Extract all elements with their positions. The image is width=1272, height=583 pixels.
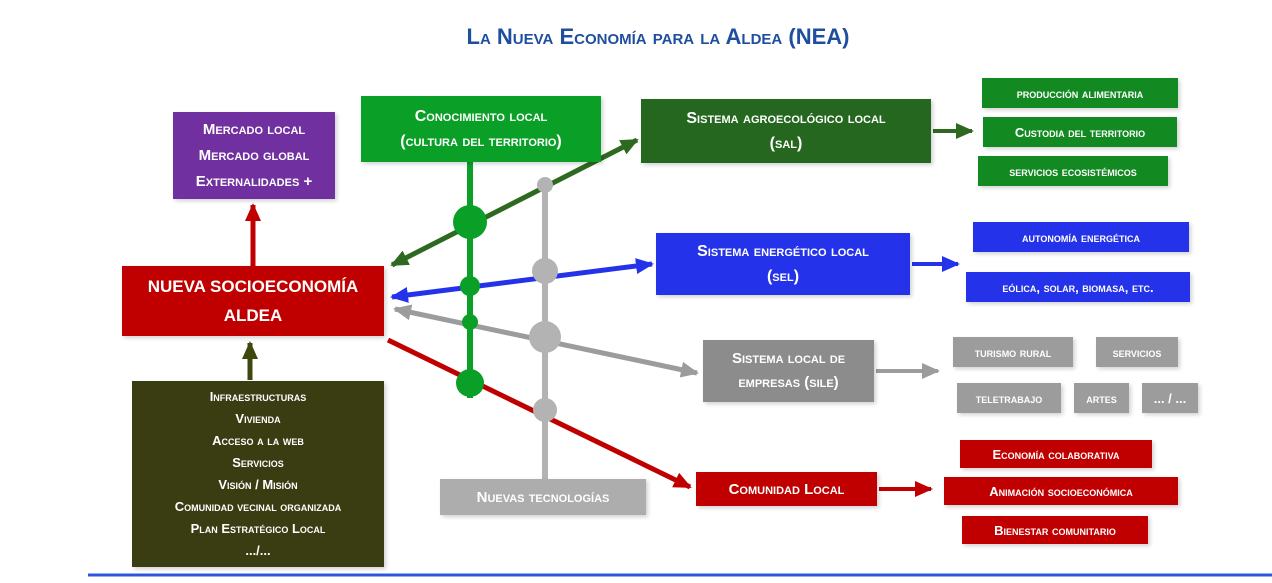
node-economia-colaborativa: Economía colaborativa	[960, 440, 1152, 468]
node-socioeconomia-line2: ALDEA	[223, 306, 283, 325]
node-infra-line4: Servicios	[232, 455, 284, 470]
node-infra-line6: Comunidad vecinal organizada	[174, 499, 342, 514]
arrow-socioeconomia-comunidad	[386, 337, 692, 490]
diagram-title: La Nueva Economía para la Aldea (NEA)	[466, 24, 850, 49]
node-mercado: Mercado local Mercado global Externalida…	[173, 112, 335, 199]
node-mercado-line3: Externalidades +	[195, 172, 313, 190]
node-animacion-socioeconomica: Animación socioeconómica	[944, 477, 1178, 505]
node-bienestar-comunitario: Bienestar comunitario	[962, 516, 1148, 544]
node-teletrabajo: teletrabajo	[957, 383, 1061, 413]
node-sile-line2: empresas (sile)	[738, 374, 839, 391]
node-mercado-line1: Mercado local	[202, 120, 306, 138]
arrow-socioeconomia-sel	[390, 258, 654, 303]
node-infraestructura: Infraestructuras Vivienda Acceso a la we…	[132, 381, 384, 567]
knowledge-stem-nodes	[453, 205, 487, 397]
node-custodia-territorio: Custodia del territorio	[983, 117, 1177, 147]
node-infra-line1: Infraestructuras	[209, 389, 307, 404]
node-mercado-line2: Mercado global	[198, 146, 310, 164]
node-sile-line1: Sistema local de	[731, 350, 846, 367]
node-sel-line1: Sistema energético local	[697, 243, 869, 260]
node-servicios: servicios	[1096, 337, 1178, 367]
arrow-socioeconomia-sile	[393, 304, 699, 378]
node-servicios-ecosistemicos: servicios ecosistémicos	[978, 156, 1168, 186]
node-infra-line8: .../...	[245, 543, 271, 558]
node-sel-line2: (sel)	[766, 268, 800, 285]
node-autonomia-energetica: autonomía energética	[973, 222, 1189, 252]
node-sile-etc: ... / ...	[1142, 383, 1198, 413]
node-infra-line5: Visión / Misión	[218, 477, 298, 492]
node-conocimiento-local: Conocimiento local (cultura del territor…	[361, 96, 601, 162]
node-comunidad-local: Comunidad Local	[696, 472, 877, 506]
node-artes: artes	[1074, 383, 1129, 413]
node-eolica-solar-biomasa: eólica, solar, biomasa, etc.	[966, 272, 1190, 302]
node-sile: Sistema local de empresas (sile)	[703, 340, 874, 402]
node-nuevas-tecnologias: Nuevas tecnologías	[440, 479, 646, 515]
node-sel: Sistema energético local (sel)	[656, 233, 910, 295]
node-conocimiento-line1: Conocimiento local	[414, 108, 548, 125]
node-infra-line3: Acceso a la web	[212, 433, 304, 448]
node-conocimiento-line2: (cultura del territorio)	[400, 133, 562, 150]
node-produccion-alimentaria: producción alimentaria	[982, 78, 1178, 108]
technology-stem-nodes	[529, 177, 561, 422]
node-nueva-socioeconomia: NUEVA SOCIOECONOMÍA ALDEA	[122, 266, 384, 336]
node-socioeconomia-line1: NUEVA SOCIOECONOMÍA	[147, 277, 359, 296]
node-sal-line2: (sal)	[769, 135, 803, 152]
node-infra-line2: Vivienda	[235, 411, 281, 426]
node-turismo-rural: turismo rural	[953, 337, 1073, 367]
node-sal-line1: Sistema agroecológico local	[686, 110, 886, 127]
node-infra-line7: Plan Estratégico Local	[190, 521, 326, 536]
node-sal: Sistema agroecológico local (sal)	[641, 99, 931, 163]
